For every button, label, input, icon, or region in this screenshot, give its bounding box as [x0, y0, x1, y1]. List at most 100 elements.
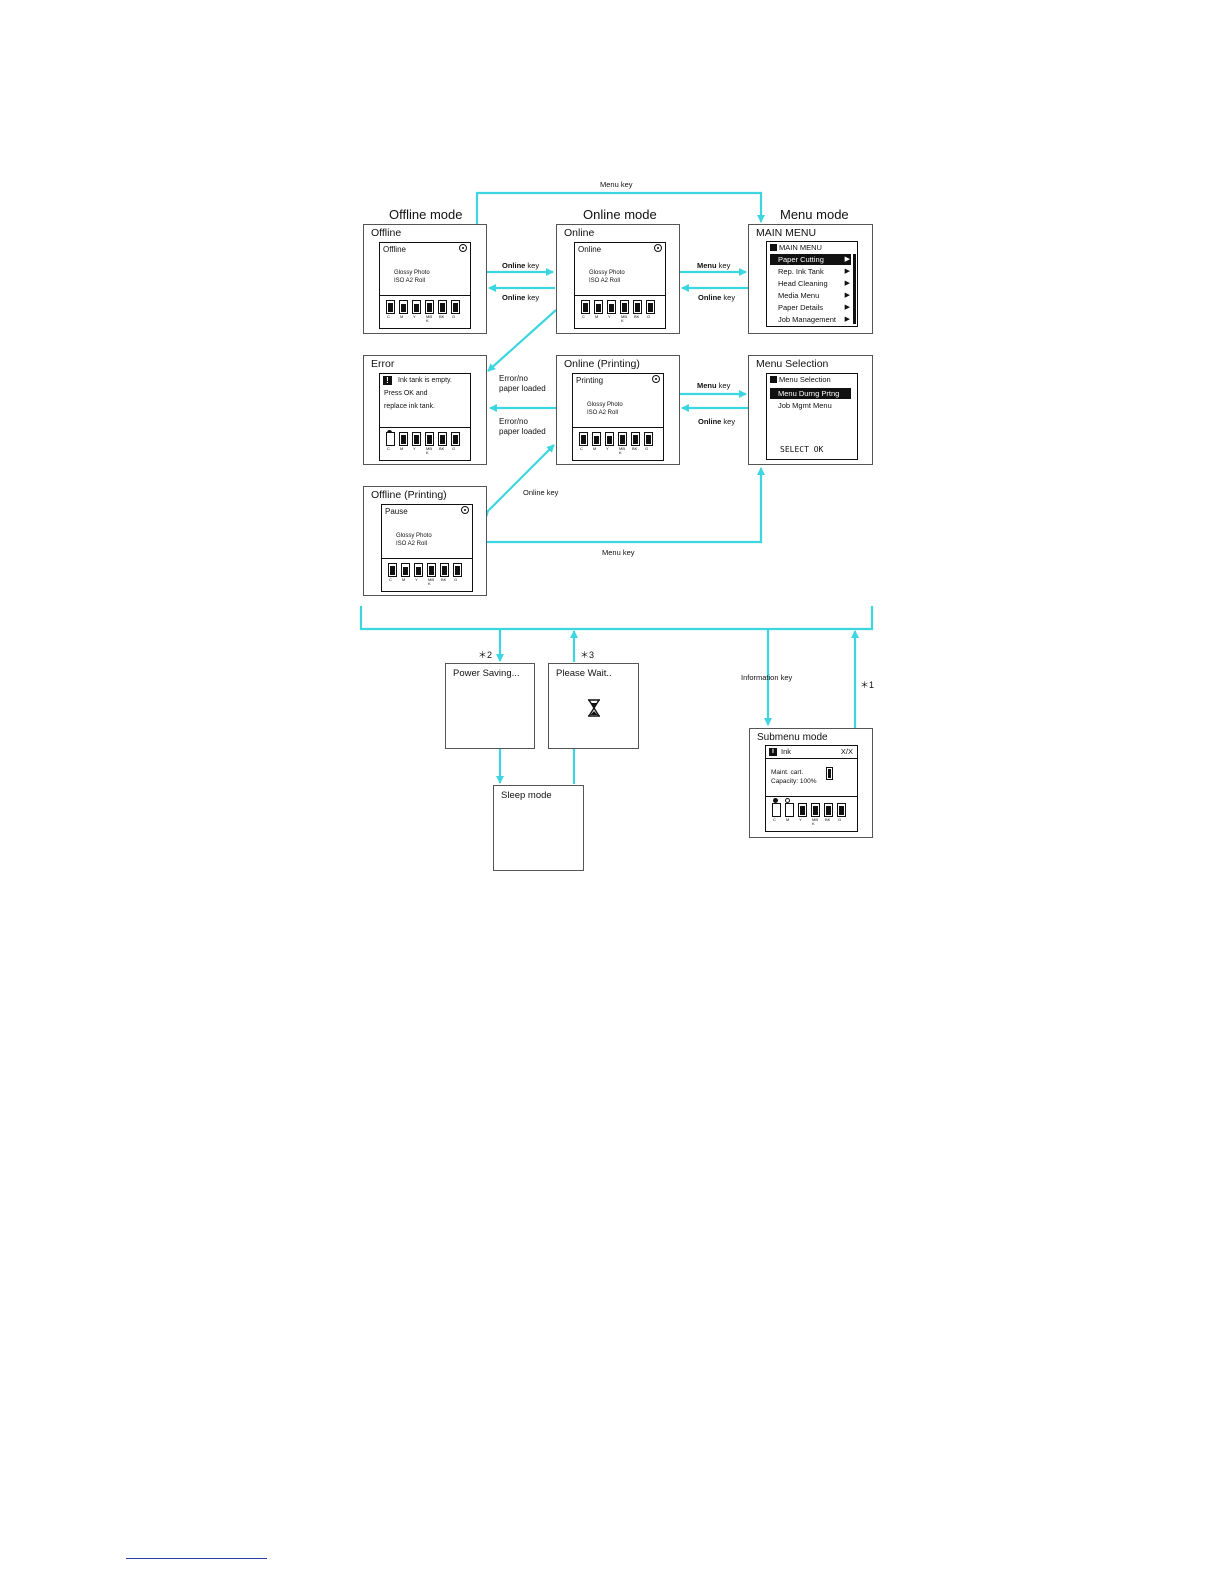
ink-label: G	[838, 817, 842, 822]
label-information-key: Information key	[741, 673, 793, 682]
ink-level-fill	[839, 806, 844, 815]
menu-selection-state-box: Menu Selection Menu Selection Menu Durng…	[748, 355, 873, 465]
box-title: Please Wait..	[556, 668, 612, 679]
ink-tank: Y	[412, 432, 422, 456]
ink-tank: Y	[414, 563, 424, 587]
label-menu-key-1: Menu key	[697, 261, 731, 270]
ink-level-fill	[414, 304, 419, 312]
ink-level-fill	[442, 566, 447, 575]
media-type: Glossy Photo	[394, 270, 430, 276]
ink-tank-outline	[646, 300, 655, 314]
ink-level-fill	[453, 303, 458, 312]
menu-item[interactable]: Paper Cutting▶	[770, 254, 851, 265]
ink-label: G	[452, 314, 456, 319]
ink-label: C	[389, 577, 392, 582]
ink-level-fill	[427, 303, 432, 312]
ink-tank: MBK	[425, 300, 435, 324]
menu-item[interactable]: Job Mgmt Menu	[778, 401, 832, 410]
ink-tank-outline	[412, 432, 421, 446]
box-title: Online (Printing)	[564, 358, 640, 370]
media-size: ISO A2 Roll	[587, 410, 619, 416]
ink-tank-outline	[581, 300, 590, 314]
footer-link-underline[interactable]	[126, 1558, 267, 1559]
ink-tank-outline	[412, 300, 421, 314]
box-title: Sleep mode	[501, 790, 552, 801]
main-menu-state-box: MAIN MENU MAIN MENU Paper Cutting▶Rep. I…	[748, 224, 873, 334]
ink-tank-outline	[605, 432, 614, 446]
menu-item[interactable]: Job Management▶	[778, 315, 850, 324]
ink-level-fill	[403, 567, 408, 575]
ink-tank-outline	[388, 563, 397, 577]
menu-item[interactable]: Rep. Ink Tank▶	[778, 267, 850, 276]
ink-tank-outline	[811, 803, 820, 817]
ink-label: BK	[439, 314, 445, 319]
submenu-arrow-icon: ▶	[844, 280, 850, 287]
ink-tank: G	[451, 300, 461, 324]
ink-tank-outline	[644, 432, 653, 446]
ink-label: M	[595, 314, 599, 319]
offline-state-box: Offline Offline Glossy Photo ISO A2 Roll…	[363, 224, 487, 334]
ink-tank-outline	[772, 803, 781, 817]
error-message-line3: replace ink tank.	[384, 403, 435, 410]
ink-tank: MBK	[427, 563, 437, 587]
ink-tank-outline	[607, 300, 616, 314]
ink-tank-outline	[451, 300, 460, 314]
ink-tank: C	[386, 432, 396, 456]
arrow-online-to-error	[487, 309, 557, 372]
ink-tank-outline	[798, 803, 807, 817]
menu-item[interactable]: Paper Details▶	[778, 303, 850, 312]
menu-item[interactable]: Menu Durng Prtng	[770, 388, 851, 399]
warning-icon: !	[383, 376, 392, 385]
ink-level-fill	[455, 566, 460, 575]
submenu-arrow-icon: ▶	[844, 268, 850, 275]
ink-tank: MBK	[620, 300, 630, 324]
ink-tank-outline	[427, 563, 436, 577]
label-error-no-paper-2: Error/no paper loaded	[499, 417, 546, 436]
ink-level-fill	[440, 435, 445, 444]
media-type: Glossy Photo	[396, 533, 432, 539]
ink-tank-outline	[579, 432, 588, 446]
ink-label: G	[454, 577, 458, 582]
ink-tank-outline	[618, 432, 627, 446]
ink-level-fill	[390, 566, 395, 575]
ink-tank: C	[388, 563, 398, 587]
ink-tank: C	[386, 300, 396, 324]
menu-item[interactable]: Media Menu▶	[778, 291, 850, 300]
offline-printing-state-box: Offline (Printing) Pause Glossy Photo IS…	[363, 486, 487, 596]
ink-level-fill	[581, 435, 586, 444]
ink-tank-outline	[451, 432, 460, 446]
ink-tank: C	[772, 803, 782, 827]
lcd-menu-title: MAIN MENU	[770, 243, 822, 252]
lcd-status: Offline	[383, 245, 406, 254]
ink-label: MBK	[426, 314, 432, 323]
box-title: Error	[371, 358, 395, 370]
media-size: ISO A2 Roll	[396, 541, 428, 547]
ink-level-fill	[609, 304, 614, 312]
ink-label: Y	[606, 446, 609, 451]
media-type: Glossy Photo	[587, 402, 623, 408]
lcd-status: Printing	[576, 376, 604, 385]
ink-label: MBK	[426, 446, 432, 455]
box-title: Menu Selection	[756, 358, 829, 370]
menu-item[interactable]: Head Cleaning▶	[778, 279, 850, 288]
ink-tank: M	[785, 803, 795, 827]
ink-level-fill	[427, 435, 432, 444]
online-printing-state-box: Online (Printing) Printing Glossy Photo …	[556, 355, 680, 465]
ink-tank: C	[579, 432, 589, 456]
ink-tank: M	[594, 300, 604, 324]
ink-tank-outline	[837, 803, 846, 817]
ink-level-fill	[388, 303, 393, 312]
ink-tank-outline	[438, 432, 447, 446]
ink-tank: BK	[633, 300, 643, 324]
ink-tank-outline	[592, 432, 601, 446]
label-error-no-paper-1: Error/no paper loaded	[499, 374, 546, 393]
